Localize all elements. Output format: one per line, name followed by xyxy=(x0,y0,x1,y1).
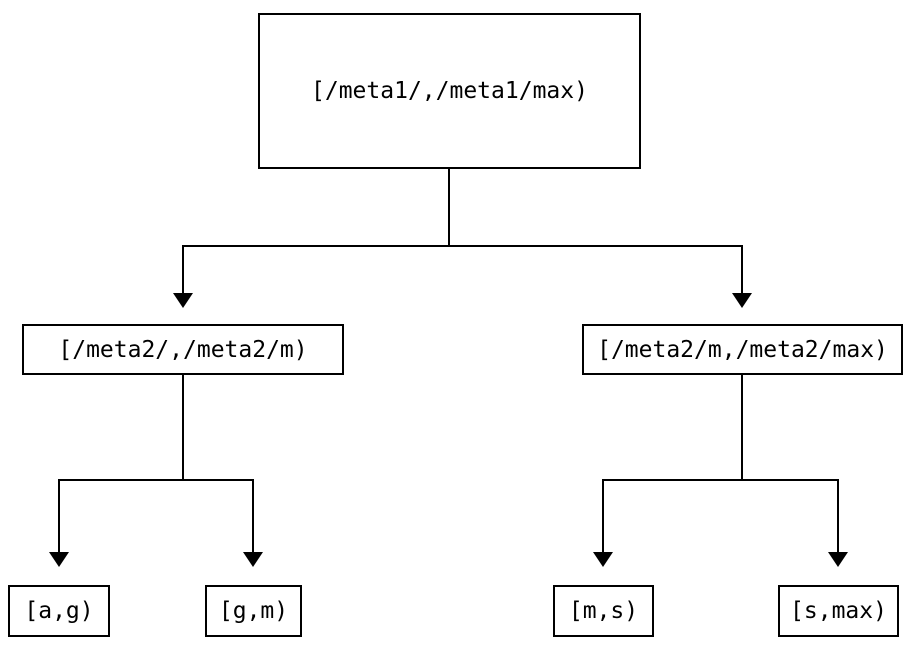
arrow-down-icon xyxy=(49,552,69,567)
arrow-down-icon xyxy=(243,552,263,567)
edge-root-stem xyxy=(448,167,450,246)
edge-meta2-right-crossbar xyxy=(602,479,839,481)
edge-root-to-meta2-right-drop xyxy=(741,245,743,294)
edge-meta2-right-stem xyxy=(741,374,743,481)
edge-root-crossbar xyxy=(182,245,743,247)
edge-to-leaf-a-g-drop xyxy=(58,479,60,553)
edge-to-leaf-s-max-drop xyxy=(837,479,839,553)
node-leaf-a-g: [a,g) xyxy=(8,585,110,637)
node-leaf-m-s: [m,s) xyxy=(553,585,654,637)
edge-meta2-left-stem xyxy=(182,374,184,481)
node-leaf-s-max: [s,max) xyxy=(778,585,899,637)
arrow-down-icon xyxy=(593,552,613,567)
node-meta2-right: [/meta2/m,/meta2/max) xyxy=(582,324,903,375)
edge-to-leaf-m-s-drop xyxy=(602,479,604,553)
edge-root-to-meta2-left-drop xyxy=(182,245,184,294)
arrow-down-icon xyxy=(828,552,848,567)
node-root-meta1: [/meta1/,/meta1/max) xyxy=(258,13,641,169)
node-meta2-left: [/meta2/,/meta2/m) xyxy=(22,324,344,375)
edge-meta2-left-crossbar xyxy=(58,479,254,481)
arrow-down-icon xyxy=(173,293,193,308)
arrow-down-icon xyxy=(732,293,752,308)
node-leaf-g-m: [g,m) xyxy=(205,585,302,637)
edge-to-leaf-g-m-drop xyxy=(252,479,254,553)
